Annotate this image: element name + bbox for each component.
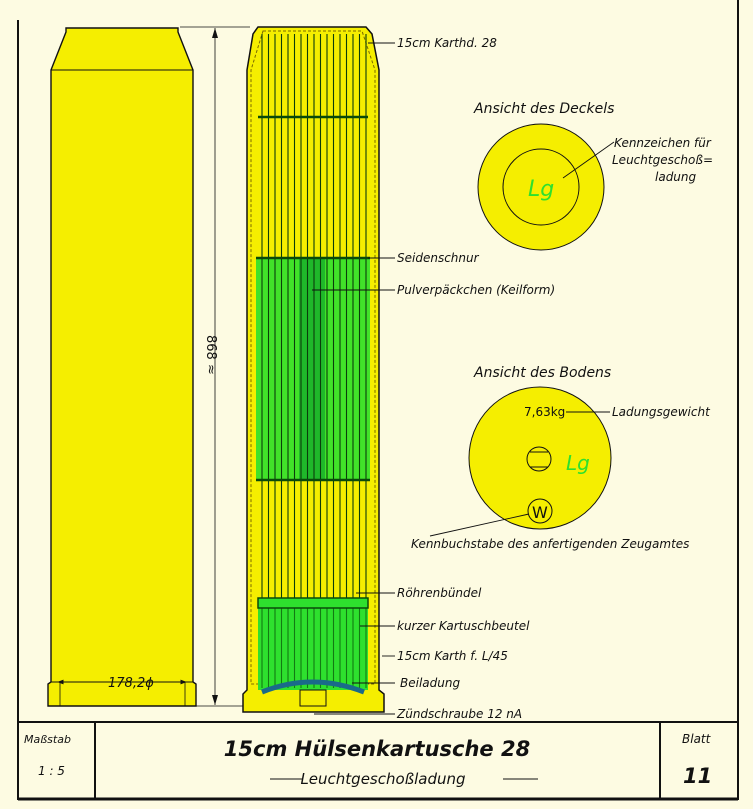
maker-letter-circle <box>527 498 553 524</box>
maker-leader <box>429 513 530 537</box>
cartridge-exterior <box>47 27 197 707</box>
sheet-label: Blatt <box>682 732 712 746</box>
lid-view-title: Ansicht des Deckels <box>473 101 614 117</box>
label-igniter-charge: Beiladung <box>400 676 460 690</box>
label-short-bag: kurzer Kartuschbeutel <box>397 619 530 633</box>
primer-circle <box>526 446 552 472</box>
label-tube-bundle: Röhrenbündel <box>397 586 482 600</box>
lid-inner-circle <box>502 148 580 226</box>
maker-letter: W <box>532 503 548 522</box>
cartridge-section <box>242 26 385 713</box>
lid-note-line1: Kennzeichen für <box>614 136 712 150</box>
length-dimension: 868 ≈ <box>203 335 218 375</box>
label-primer: Zündschraube 12 nA <box>396 707 522 721</box>
base-marking: Lg <box>566 451 590 475</box>
maker-label: Kennbuchstabe des anfertigenden Zeugamte… <box>411 537 689 551</box>
leader-lines <box>312 42 395 715</box>
diameter-dimension: 178,2ϕ <box>108 676 154 691</box>
charge-weight-label: Ladungsgewicht <box>612 405 711 419</box>
drawing-title: 15cm Hülsenkartusche 28 <box>224 737 530 761</box>
lid-marking: Lg <box>528 177 554 202</box>
lid-leader <box>562 141 615 179</box>
scale-value: 1 : 5 <box>38 764 65 778</box>
lid-outer-circle <box>477 123 605 251</box>
lid-note-line2: Leuchtgeschoß= <box>612 153 713 167</box>
label-case-l45: 15cm Karth f. L/45 <box>397 649 508 663</box>
label-cartridge-case: 15cm Karthd. 28 <box>397 36 497 50</box>
drawing-subtitle: Leuchtgeschoßladung <box>300 770 465 788</box>
scale-label: Maßstab <box>24 733 71 746</box>
base-view-title: Ansicht des Bodens <box>473 365 611 381</box>
label-powder-packets: Pulverpäckchen (Keilform) <box>397 283 555 297</box>
length-dimension-line <box>180 26 250 707</box>
charge-weight: 7,63kg <box>524 405 565 419</box>
label-silk-cord: Seidenschnur <box>397 251 480 265</box>
base-circle <box>468 386 612 530</box>
sheet-number: 11 <box>683 764 712 788</box>
lid-note-line3: ladung <box>655 170 697 184</box>
title-block <box>18 721 738 801</box>
